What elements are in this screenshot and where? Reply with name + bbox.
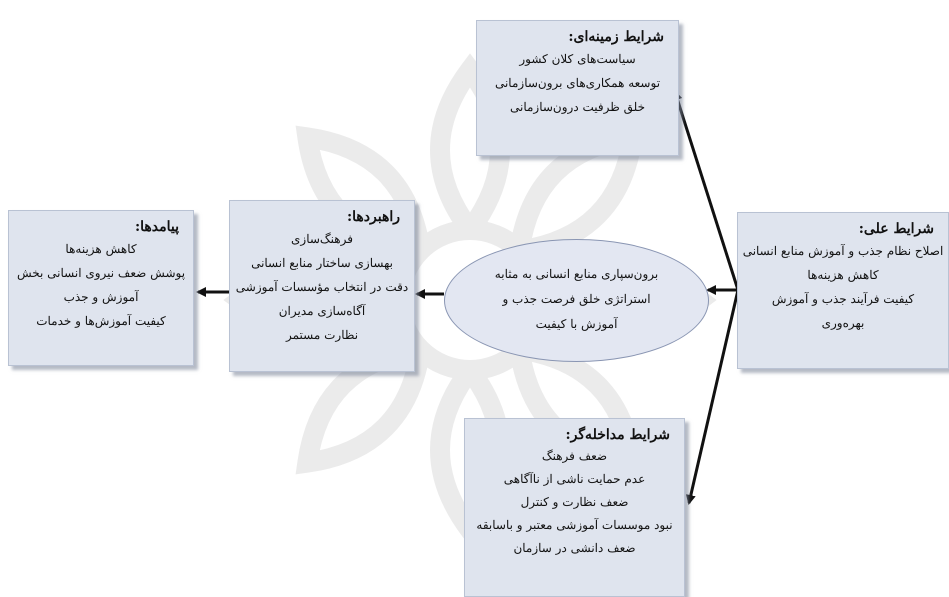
intervening-item: ضعف دانشی در سازمان <box>513 541 636 555</box>
strategies-item: فرهنگ‌سازی <box>291 232 353 246</box>
context-item: توسعه همکاری‌های برون‌سازمانی <box>494 76 661 90</box>
core-phenomenon-line: آموزش با کیفیت <box>535 317 618 331</box>
outcomes-title: پیامدها: <box>134 219 179 235</box>
outcomes-item: پوشش ضعف نیروی انسانی بخش <box>16 266 186 280</box>
core-phenomenon-line: استراتژی خلق فرصت جذب و <box>502 292 651 306</box>
strategies-item: دقت در انتخاب مؤسسات آموزشی <box>235 280 409 294</box>
intervening-item: نبود موسسات آموزشی معتبر و باسابقه <box>476 518 673 532</box>
core-phenomenon-ellipse: برون‌سپاری منابع انسانی به مثابه استراتژ… <box>444 239 709 362</box>
causal-item: اصلاح نظام جذب و آموزش منابع انسانی <box>742 244 944 258</box>
causal-conditions-title: شرایط علی: <box>858 221 934 237</box>
context-item: خلق ظرفیت درون‌سازمانی <box>509 100 646 114</box>
causal-item: کیفیت فرآیند جذب و آموزش <box>771 292 915 306</box>
intervening-conditions-box: شرایط مداخله‌گر: ضعف فرهنگ عدم حمایت ناش… <box>464 418 685 597</box>
strategies-item: نظارت مستمر <box>285 328 359 342</box>
context-conditions-box: شرایط زمینه‌ای: سیاست‌های کلان کشور توسع… <box>476 20 679 156</box>
outcomes-item: کاهش هزینه‌ها <box>65 242 137 256</box>
strategies-item: آگاه‌سازی مدیران <box>278 304 366 318</box>
intervening-conditions-title: شرایط مداخله‌گر: <box>565 427 671 443</box>
strategies-title: راهبردها: <box>346 209 400 225</box>
outcomes-box: پیامدها: کاهش هزینه‌ها پوشش ضعف نیروی ان… <box>8 210 194 366</box>
strategies-box: راهبردها: فرهنگ‌سازی بهسازی ساختار منابع… <box>229 200 415 372</box>
intervening-item: ضعف نظارت و کنترل <box>520 495 629 509</box>
context-conditions-title: شرایط زمینه‌ای: <box>568 29 664 45</box>
intervening-item: عدم حمایت ناشی از ناآگاهی <box>503 472 646 486</box>
intervening-item: ضعف فرهنگ <box>541 449 608 463</box>
core-phenomenon-line: برون‌سپاری منابع انسانی به مثابه <box>494 267 659 281</box>
outcomes-item: آموزش و جذب <box>63 290 139 304</box>
causal-item: کاهش هزینه‌ها <box>807 268 879 282</box>
arrow-causal-to-intervening <box>685 289 740 505</box>
strategies-item: بهسازی ساختار منابع انسانی <box>251 256 393 270</box>
outcomes-item: کیفیت آموزش‌ها و خدمات <box>36 314 166 328</box>
context-item: سیاست‌های کلان کشور <box>519 52 636 66</box>
causal-conditions-box: شرایط علی: اصلاح نظام جذب و آموزش منابع … <box>737 212 949 369</box>
causal-item: بهره‌وری <box>821 316 865 330</box>
arrow-causal-to-context <box>672 90 740 291</box>
